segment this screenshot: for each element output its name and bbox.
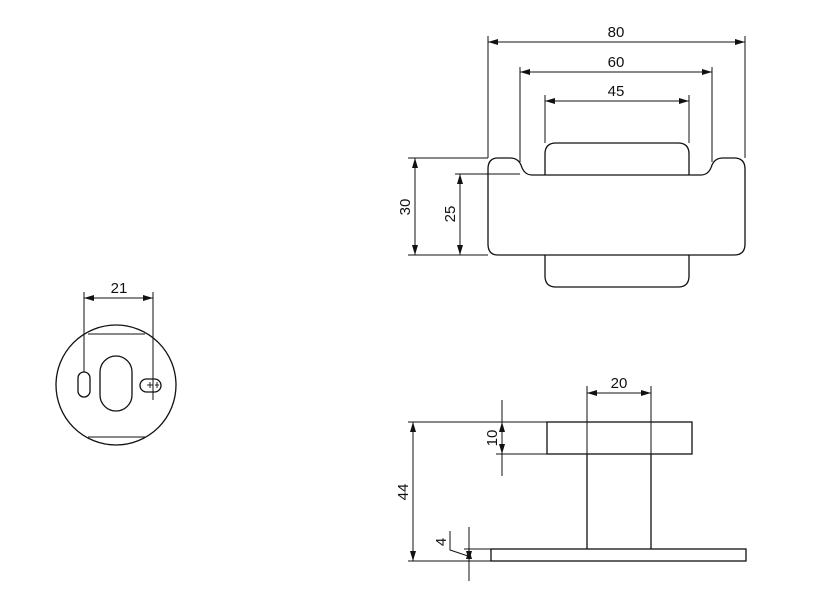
top-view: [408, 36, 746, 288]
dim-80-label: 80: [608, 24, 625, 41]
screw-slot: [139, 378, 162, 393]
dim-60-label: 60: [608, 54, 625, 71]
dim-10-label: 10: [484, 430, 501, 447]
dim-44-label: 44: [395, 484, 412, 501]
leader-4: [449, 531, 469, 557]
dim-30-label: 30: [397, 199, 414, 216]
dim-4-label: 4: [433, 538, 450, 546]
large-oval-slot: [99, 355, 133, 412]
dim-20-label: 20: [611, 375, 628, 392]
base-plate: [490, 548, 747, 562]
base-plate-circle: [55, 324, 177, 446]
dim-21-label: 21: [111, 280, 128, 297]
main-body-outline: [487, 157, 746, 256]
small-slot: [77, 371, 91, 398]
dim-25-label: 25: [442, 206, 459, 223]
side-view: [408, 386, 747, 581]
round-view: [55, 292, 177, 446]
dim-45-label: 45: [608, 83, 625, 100]
top-block: [546, 421, 693, 455]
inner-block-top: [544, 142, 690, 175]
inner-block-bottom: [544, 255, 690, 288]
